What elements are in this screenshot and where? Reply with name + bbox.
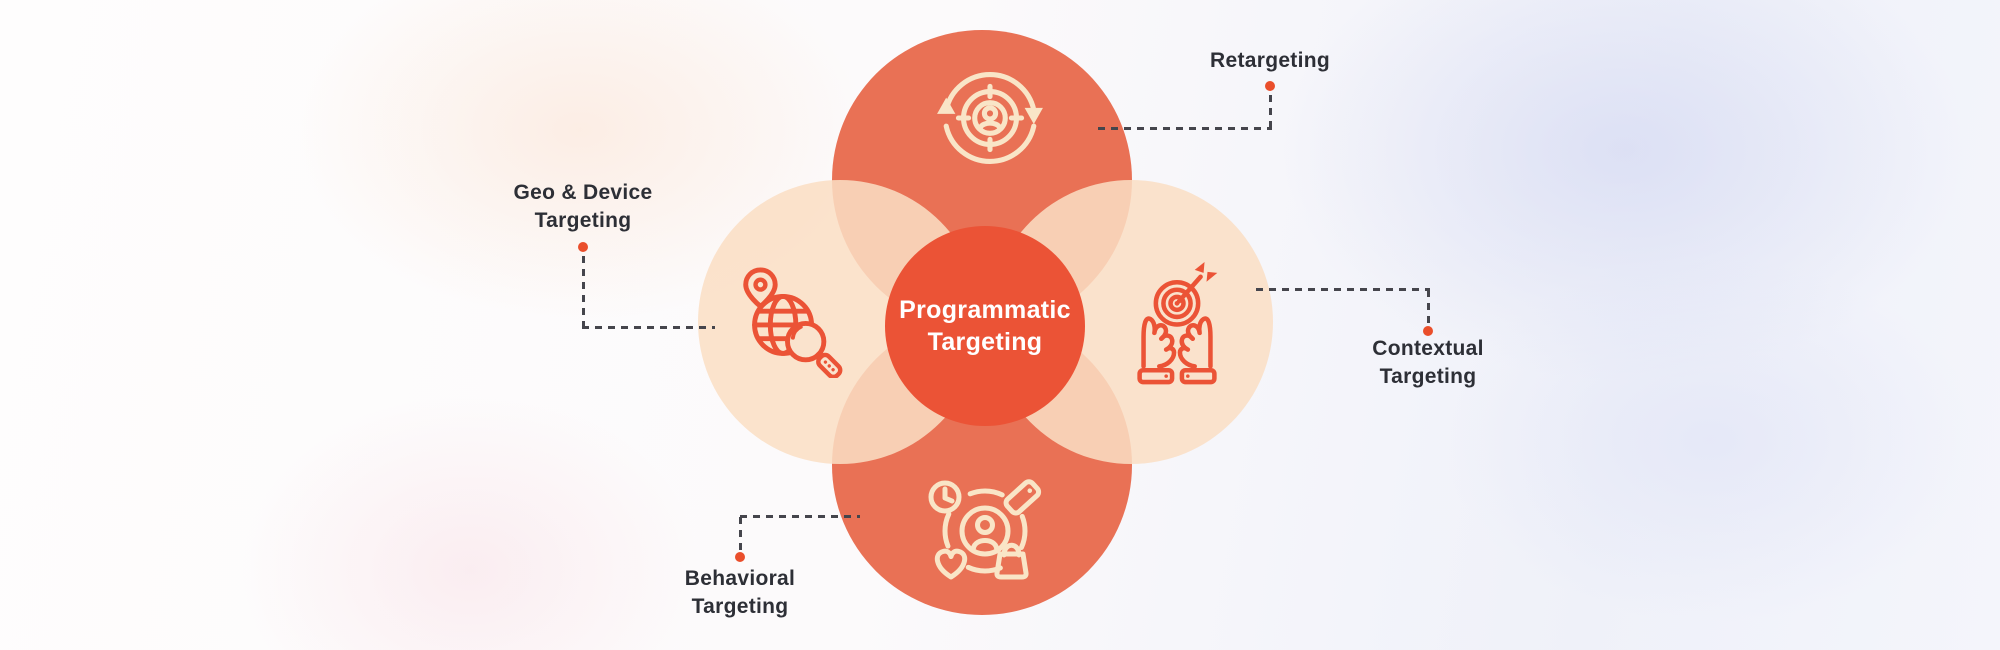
geo-device-label-line2: Targeting	[534, 209, 632, 232]
geo-device-connector-vertical	[582, 256, 585, 328]
globe-search-icon	[730, 264, 844, 378]
retargeting-label-line1: Retargeting	[1210, 49, 1330, 72]
center-circle: Programmatic Targeting	[885, 226, 1085, 426]
behavioral-label: Behavioral Targeting	[630, 565, 850, 621]
center-title-line2: Targeting	[927, 328, 1043, 356]
retargeting-connector-horizontal	[1098, 127, 1272, 130]
contextual-label-line1: Contextual	[1372, 337, 1484, 360]
contextual-connector-vertical	[1427, 290, 1430, 323]
center-title: Programmatic Targeting	[885, 294, 1085, 358]
contextual-label-line2: Targeting	[1379, 365, 1477, 388]
behavioral-connector-horizontal	[740, 515, 860, 518]
geo-device-label: Geo & Device Targeting	[473, 179, 693, 235]
retargeting-label: Retargeting	[1160, 47, 1380, 75]
contextual-label: Contextual Targeting	[1318, 335, 1538, 391]
geo-device-label-line1: Geo & Device	[513, 181, 653, 204]
retargeting-connector-vertical	[1269, 95, 1272, 129]
user-behavior-icon	[915, 468, 1055, 590]
behavioral-label-line2: Targeting	[691, 595, 789, 618]
behavioral-connector-dot	[735, 552, 745, 562]
center-title-line1: Programmatic	[899, 296, 1071, 324]
background-tint-lavender-right	[1330, 180, 2000, 650]
hands-target-icon	[1116, 260, 1238, 390]
behavioral-connector-vertical	[739, 517, 742, 551]
retargeting-connector-dot	[1265, 81, 1275, 91]
behavioral-label-line1: Behavioral	[684, 567, 796, 590]
geo-device-connector-dot	[578, 242, 588, 252]
retargeting-cycle-icon	[925, 62, 1055, 174]
contextual-connector-horizontal	[1256, 288, 1430, 291]
geo-device-connector-horizontal	[582, 326, 715, 329]
